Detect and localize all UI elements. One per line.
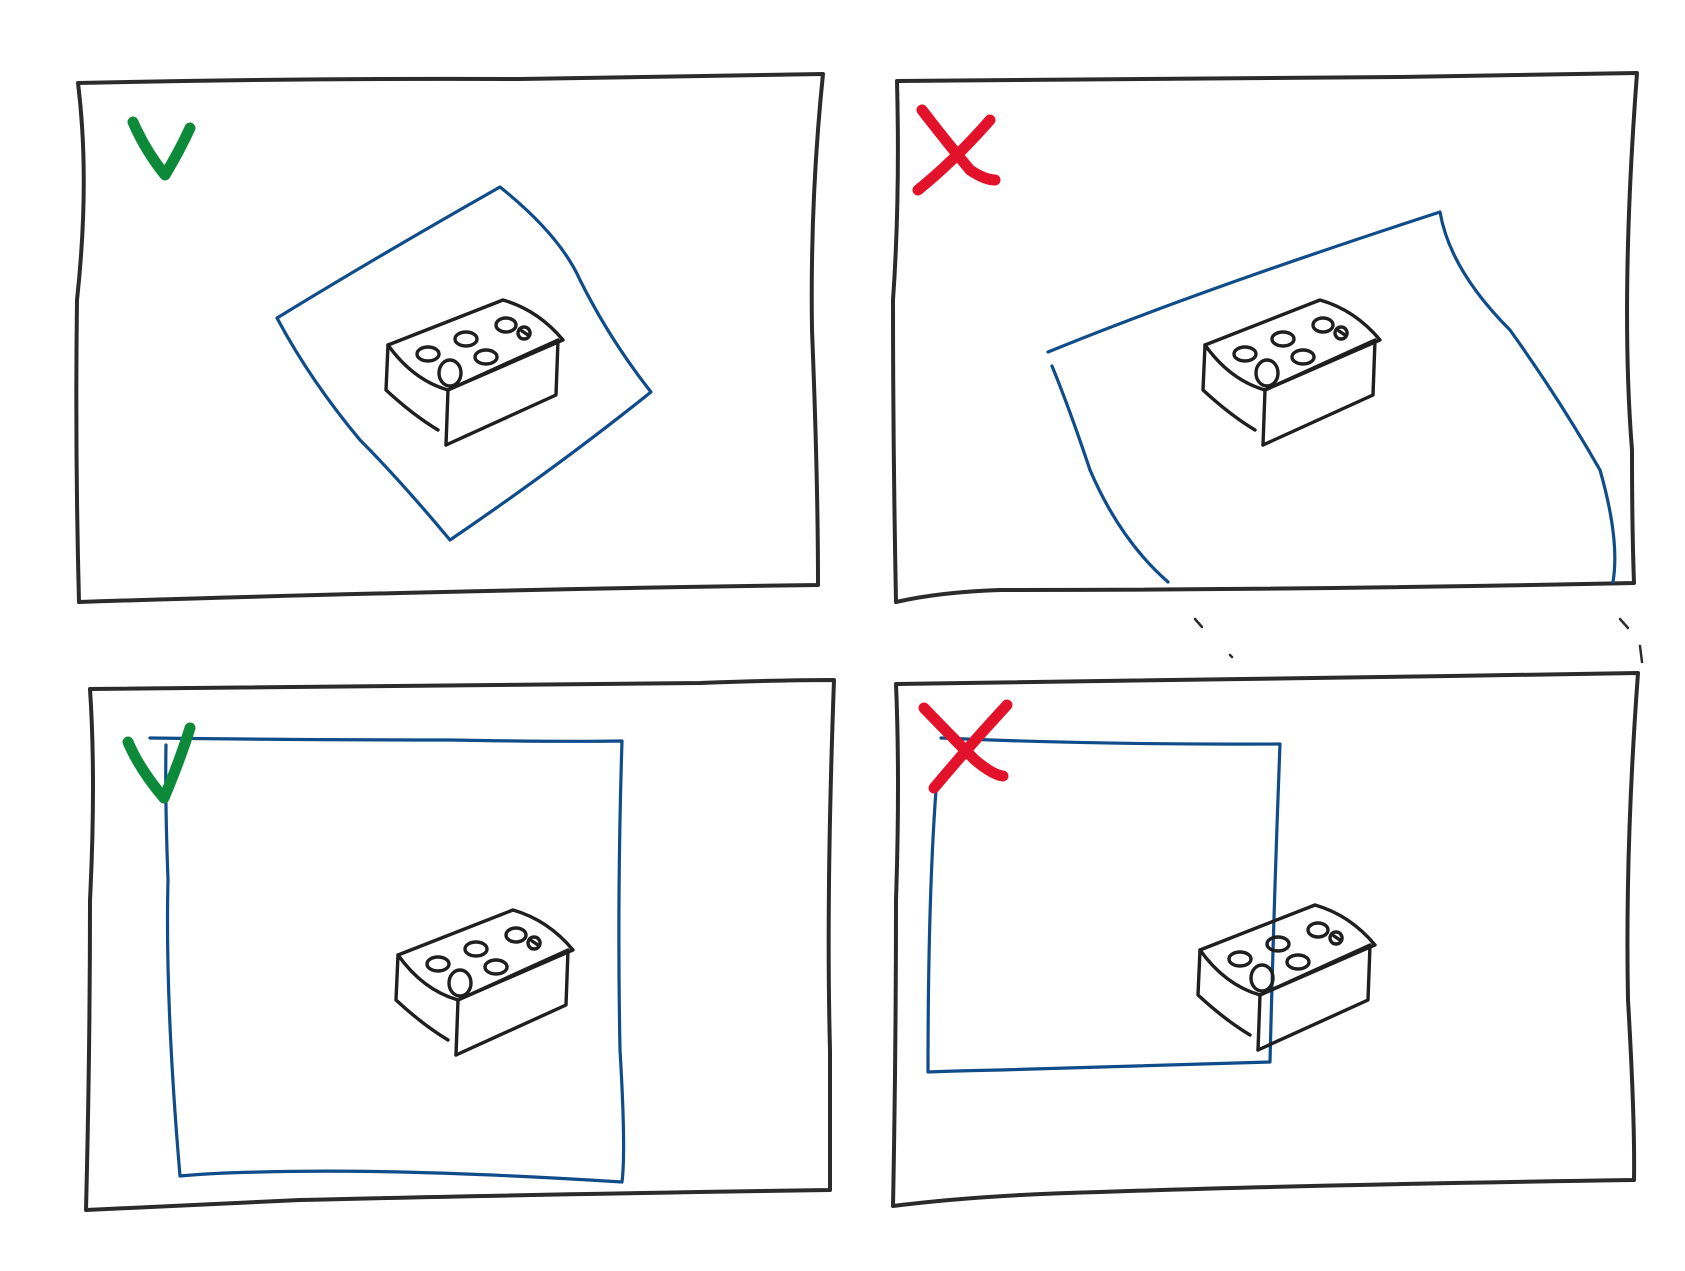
- panel-rotated-crop-bad: [891, 71, 1639, 604]
- image-frame: [891, 671, 1640, 1208]
- crop-outline: [148, 736, 626, 1184]
- brick-icon: [1201, 298, 1382, 447]
- crop-outline-left-edge: [1050, 364, 1170, 584]
- image-frame: [891, 71, 1639, 604]
- stray-strokes: [1193, 617, 1644, 664]
- checkmark-icon: [122, 722, 196, 804]
- crop-outline: [1046, 210, 1617, 584]
- brick-icon: [1196, 903, 1377, 1052]
- cross-icon: [918, 699, 1013, 794]
- crop-outline: [926, 736, 1282, 1074]
- cross-icon: [912, 104, 1001, 196]
- image-frame: [84, 678, 836, 1212]
- panel-rotated-crop-good: [74, 72, 825, 604]
- brick-icon: [394, 908, 575, 1057]
- panel-axis-crop-bad: [891, 671, 1640, 1208]
- brick-icon: [384, 298, 565, 447]
- panel-axis-crop-good: [84, 678, 836, 1212]
- checkmark-icon: [127, 116, 196, 181]
- image-frame: [74, 72, 825, 604]
- crop-outline: [275, 185, 653, 542]
